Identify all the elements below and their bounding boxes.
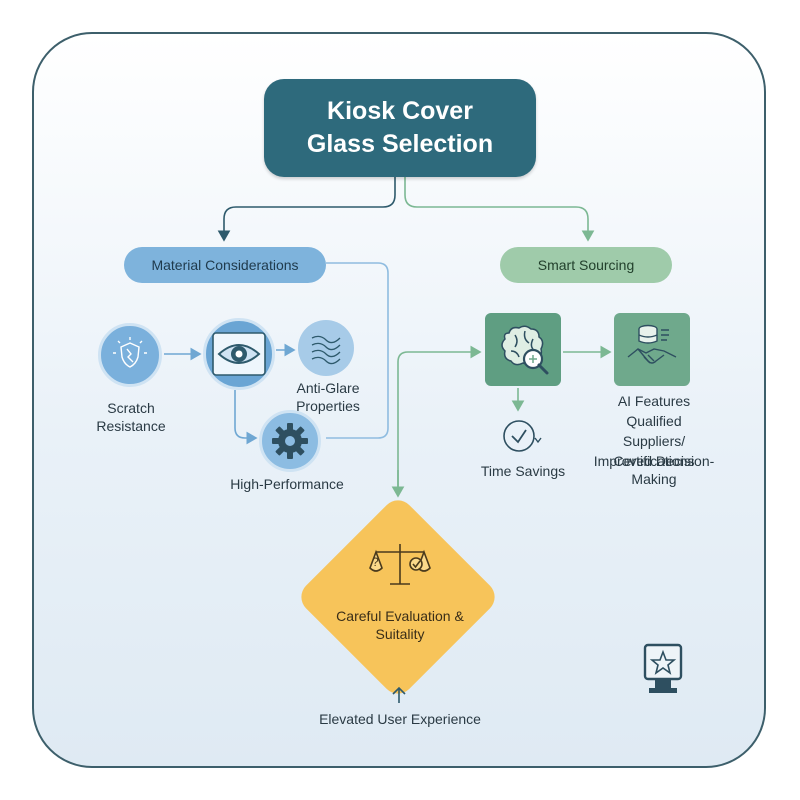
connector-title-to-material	[217, 177, 396, 242]
optical-clarity-node	[203, 318, 275, 390]
kiosk-star-icon	[643, 643, 683, 693]
anti-glare-label: Anti-Glare Properties	[296, 380, 360, 414]
scratch-resistance-label: Scratch Resistance	[96, 400, 166, 434]
shield-crack-icon	[113, 337, 147, 368]
careful-evaluation-label: Careful Evaluation & Suitality	[336, 608, 464, 642]
anti-glare-node	[298, 320, 354, 376]
up-arrow-icon	[392, 686, 406, 703]
gear-icon	[272, 423, 308, 459]
balance-scale-icon: ?	[369, 544, 431, 585]
brain-magnifier-icon	[501, 325, 549, 374]
qualified-suppliers-node	[614, 313, 690, 386]
connector-title-to-sourcing	[404, 177, 595, 242]
smart-sourcing-label: Smart Sourcing	[537, 257, 635, 273]
high-performance-node	[259, 410, 321, 472]
ai-features-suppliers-label: AI Features Qualified Suppliers/ Certifi…	[613, 393, 695, 469]
material-considerations-label: Material Considerations	[151, 257, 299, 273]
smart-sourcing-pill: Smart Sourcing	[500, 247, 672, 283]
svg-text:?: ?	[372, 555, 379, 569]
scratch-resistance-node	[98, 323, 162, 387]
high-performance-label: High-Performance	[230, 476, 344, 492]
connector-eye-to-performance	[234, 390, 258, 445]
connector-evaluation-to-ai	[397, 345, 482, 496]
material-considerations-pill: Material Considerations	[124, 247, 326, 283]
ai-analysis-node	[485, 313, 561, 386]
texture-lines-icon	[311, 335, 341, 365]
time-savings-label: Time Savings	[480, 463, 566, 479]
improved-decision-label: Improved Decision-Making	[593, 453, 715, 487]
diagram-title: Kiosk Cover Glass Selection	[306, 97, 494, 158]
title-box: Kiosk Cover Glass Selection	[264, 79, 536, 177]
eye-icon	[212, 332, 266, 376]
database-handshake-icon	[627, 324, 677, 364]
clock-icon	[503, 420, 542, 452]
elevated-user-experience-label: Elevated User Experience	[319, 711, 481, 727]
connector-material-to-performance	[326, 262, 389, 439]
